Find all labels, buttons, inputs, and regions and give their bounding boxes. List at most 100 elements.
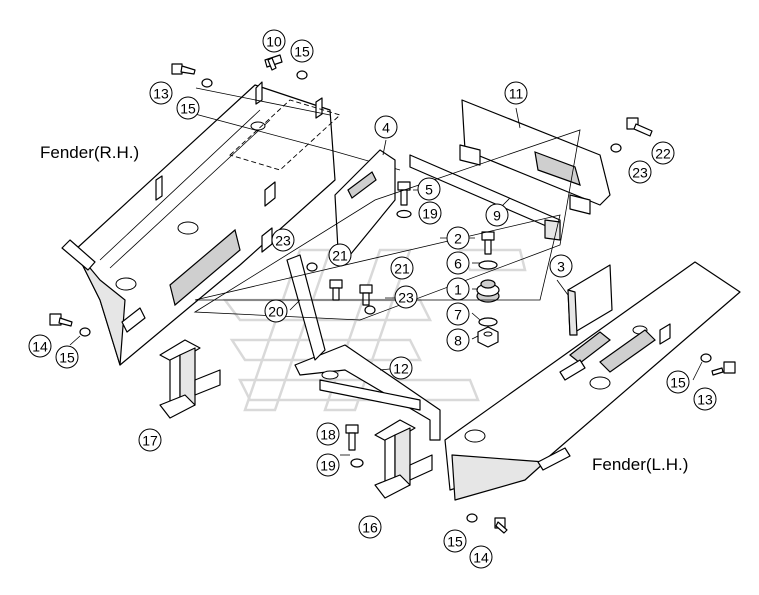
- bolt-18: [345, 424, 359, 451]
- callout-23: 23: [271, 228, 295, 252]
- callout-number: 13: [153, 86, 169, 102]
- rear-cover-11-panel: [534, 151, 581, 186]
- callout-circle: [358, 515, 382, 539]
- bolt-13-top: [171, 63, 196, 75]
- callout-number: 12: [393, 361, 409, 377]
- bracket-4-slot: [347, 171, 377, 199]
- callout-23: 23: [628, 160, 652, 184]
- callout-8: 8: [446, 328, 470, 352]
- callout-circle: [262, 29, 286, 53]
- fender-lh-label: Fender(L.H.): [592, 455, 688, 474]
- callout-7: 7: [446, 302, 470, 326]
- callout-number: 15: [294, 44, 310, 60]
- callout-number: 4: [382, 120, 390, 136]
- bolt-21-right: [359, 284, 373, 306]
- callout-14: 14: [469, 545, 493, 569]
- callout-number: 23: [632, 165, 648, 181]
- washer-23-mid: [306, 262, 318, 272]
- callout-circle: [290, 39, 314, 63]
- callout-number: 11: [509, 86, 524, 102]
- fender-lh: [444, 261, 741, 501]
- callout-number: 2: [454, 231, 462, 247]
- callout-circle: [138, 428, 162, 452]
- callout-circle: [666, 370, 690, 394]
- callout-circle: [28, 334, 52, 358]
- callout-number: 7: [454, 307, 462, 323]
- callout-circle: [446, 277, 470, 301]
- rear-cover-11-hinge-a: [459, 144, 481, 166]
- callout-number: 5: [425, 182, 433, 198]
- frame-12-hole: [321, 370, 339, 380]
- bracket-4: [334, 149, 396, 256]
- callout-18: 18: [316, 422, 340, 446]
- callout-6: 6: [446, 251, 470, 275]
- callout-circle: [389, 356, 413, 380]
- callout-1: 1: [446, 277, 470, 301]
- callout-number: 3: [557, 259, 565, 275]
- callout-circle: [264, 299, 288, 323]
- washer-15-bottom: [466, 513, 478, 523]
- callout-number: 8: [454, 333, 462, 349]
- callout-number: 9: [493, 208, 501, 224]
- washer-23-low: [364, 305, 376, 315]
- washer-15-left: [201, 78, 213, 88]
- callout-circle: [485, 203, 509, 227]
- washer-19-top: [396, 209, 412, 219]
- callout-circle: [651, 141, 675, 165]
- callout-number: 15: [180, 101, 196, 117]
- callout-number: 23: [398, 290, 414, 306]
- bolt-14-left: [49, 313, 73, 327]
- bracket-3-side: [567, 289, 578, 336]
- callout-15: 15: [290, 39, 314, 63]
- callout-number: 22: [655, 146, 671, 162]
- fender-rh: [61, 81, 336, 366]
- callout-number: 20: [268, 304, 284, 320]
- washer-19-low: [350, 458, 364, 468]
- nut-8: [477, 326, 499, 348]
- callout-circle: [693, 387, 717, 411]
- fender-rh-mount-outline: [229, 99, 341, 171]
- callout-number: 19: [422, 206, 438, 222]
- callout-13: 13: [693, 387, 717, 411]
- callout-number: 15: [447, 534, 463, 550]
- callout-number: 23: [275, 233, 291, 249]
- callout-circle: [443, 529, 467, 553]
- washer-15-lright: [700, 353, 712, 363]
- callout-15: 15: [666, 370, 690, 394]
- callout-circle: [149, 81, 173, 105]
- callout-16: 16: [358, 515, 382, 539]
- callout-15: 15: [176, 96, 200, 120]
- callout-number: 21: [332, 248, 348, 264]
- fender-rh-label: Fender(R.H.): [40, 143, 139, 162]
- callout-circle: [418, 201, 442, 225]
- callout-circle: [374, 115, 398, 139]
- callout-circle: [417, 177, 441, 201]
- callout-number: 1: [454, 282, 462, 298]
- callout-circle: [504, 81, 528, 105]
- callout-circle: [446, 302, 470, 326]
- callout-circle: [628, 160, 652, 184]
- bolt-14-bottom: [494, 517, 508, 534]
- callout-5: 5: [417, 177, 441, 201]
- callout-circle: [390, 256, 414, 280]
- callout-14: 14: [28, 334, 52, 358]
- callout-circle: [549, 254, 573, 278]
- callout-15: 15: [55, 345, 79, 369]
- callout-21: 21: [390, 256, 414, 280]
- callout-11: 11: [504, 81, 528, 105]
- callout-circle: [328, 243, 352, 267]
- callout-circle: [176, 96, 200, 120]
- bushing-1: [476, 279, 500, 303]
- frame-12-bar: [319, 379, 421, 411]
- callout-19: 19: [316, 453, 340, 477]
- callout-19: 19: [418, 201, 442, 225]
- callout-22: 22: [651, 141, 675, 165]
- callout-12: 12: [389, 356, 413, 380]
- callout-number: 15: [59, 350, 75, 366]
- callout-15: 15: [443, 529, 467, 553]
- callout-number: 21: [394, 261, 410, 277]
- rear-cover-11-hinge-b: [569, 194, 591, 215]
- callout-number: 14: [473, 550, 489, 566]
